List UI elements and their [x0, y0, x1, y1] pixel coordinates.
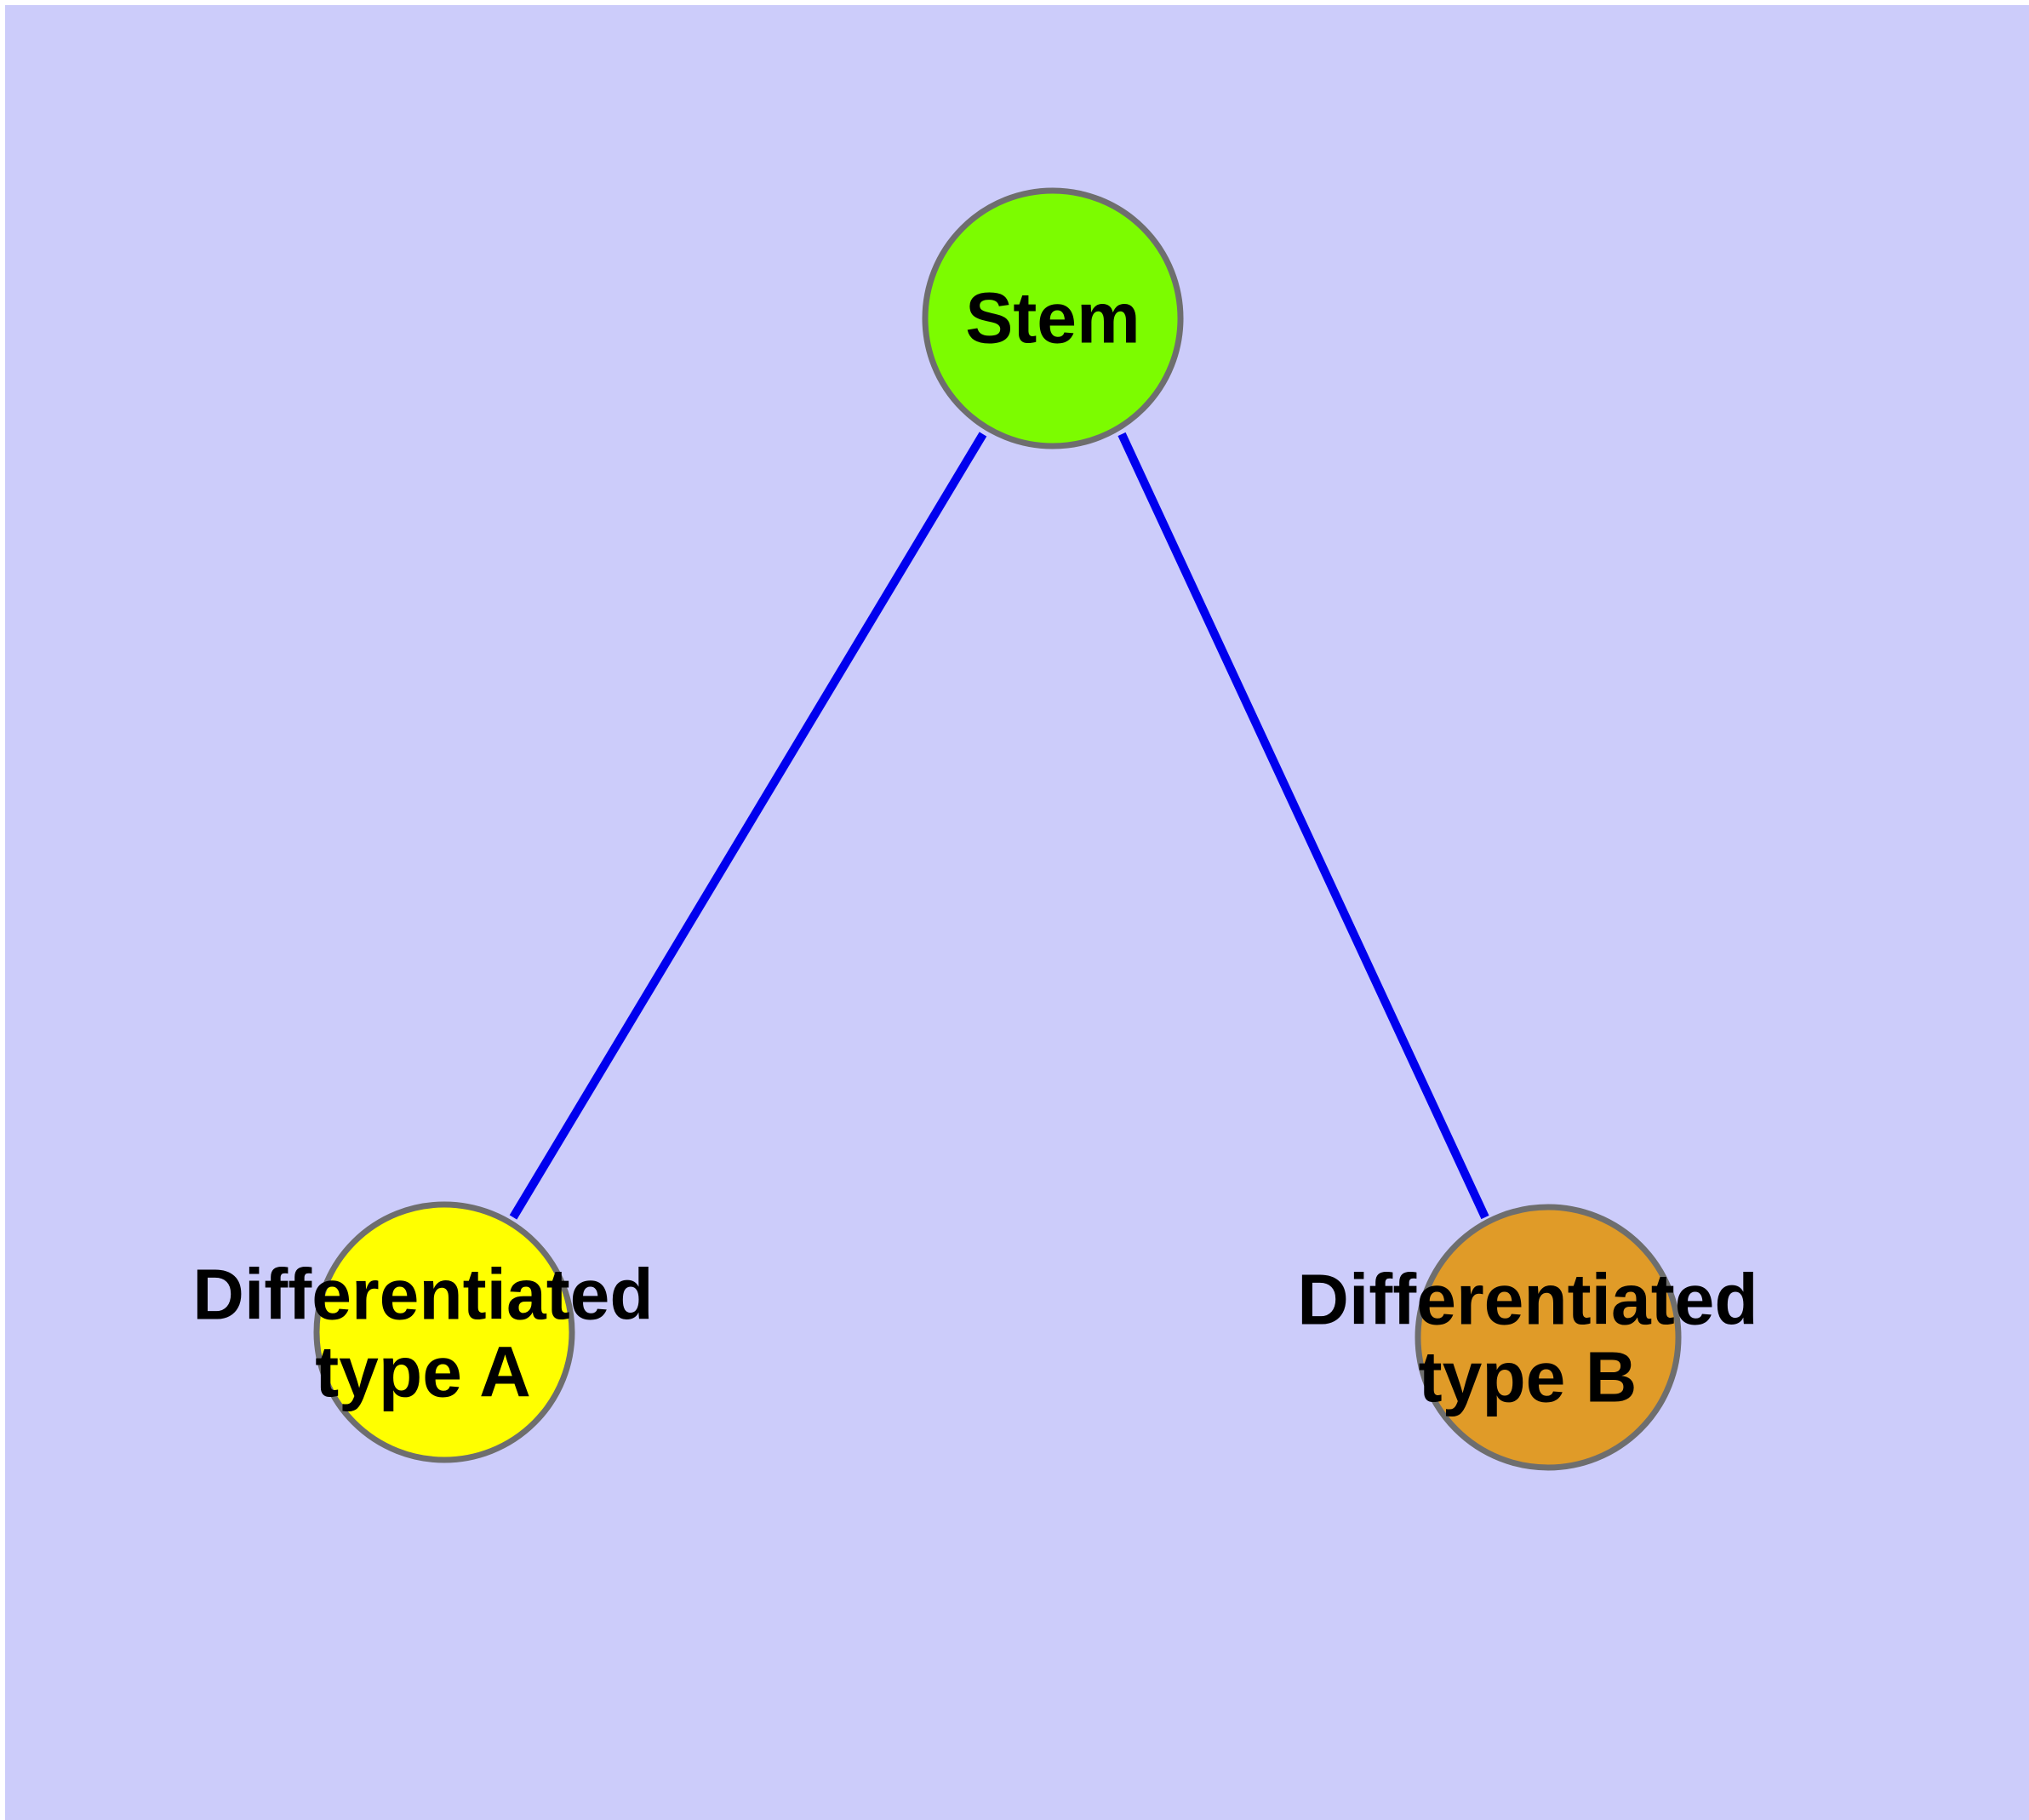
edge-stem-to-diff-a	[509, 432, 987, 1220]
edge-stem-to-diff-b	[1117, 432, 1489, 1220]
node-stem[interactable]	[922, 187, 1184, 449]
node-differentiated-type-b[interactable]	[1415, 1204, 1682, 1471]
node-differentiated-type-a[interactable]	[313, 1201, 575, 1463]
